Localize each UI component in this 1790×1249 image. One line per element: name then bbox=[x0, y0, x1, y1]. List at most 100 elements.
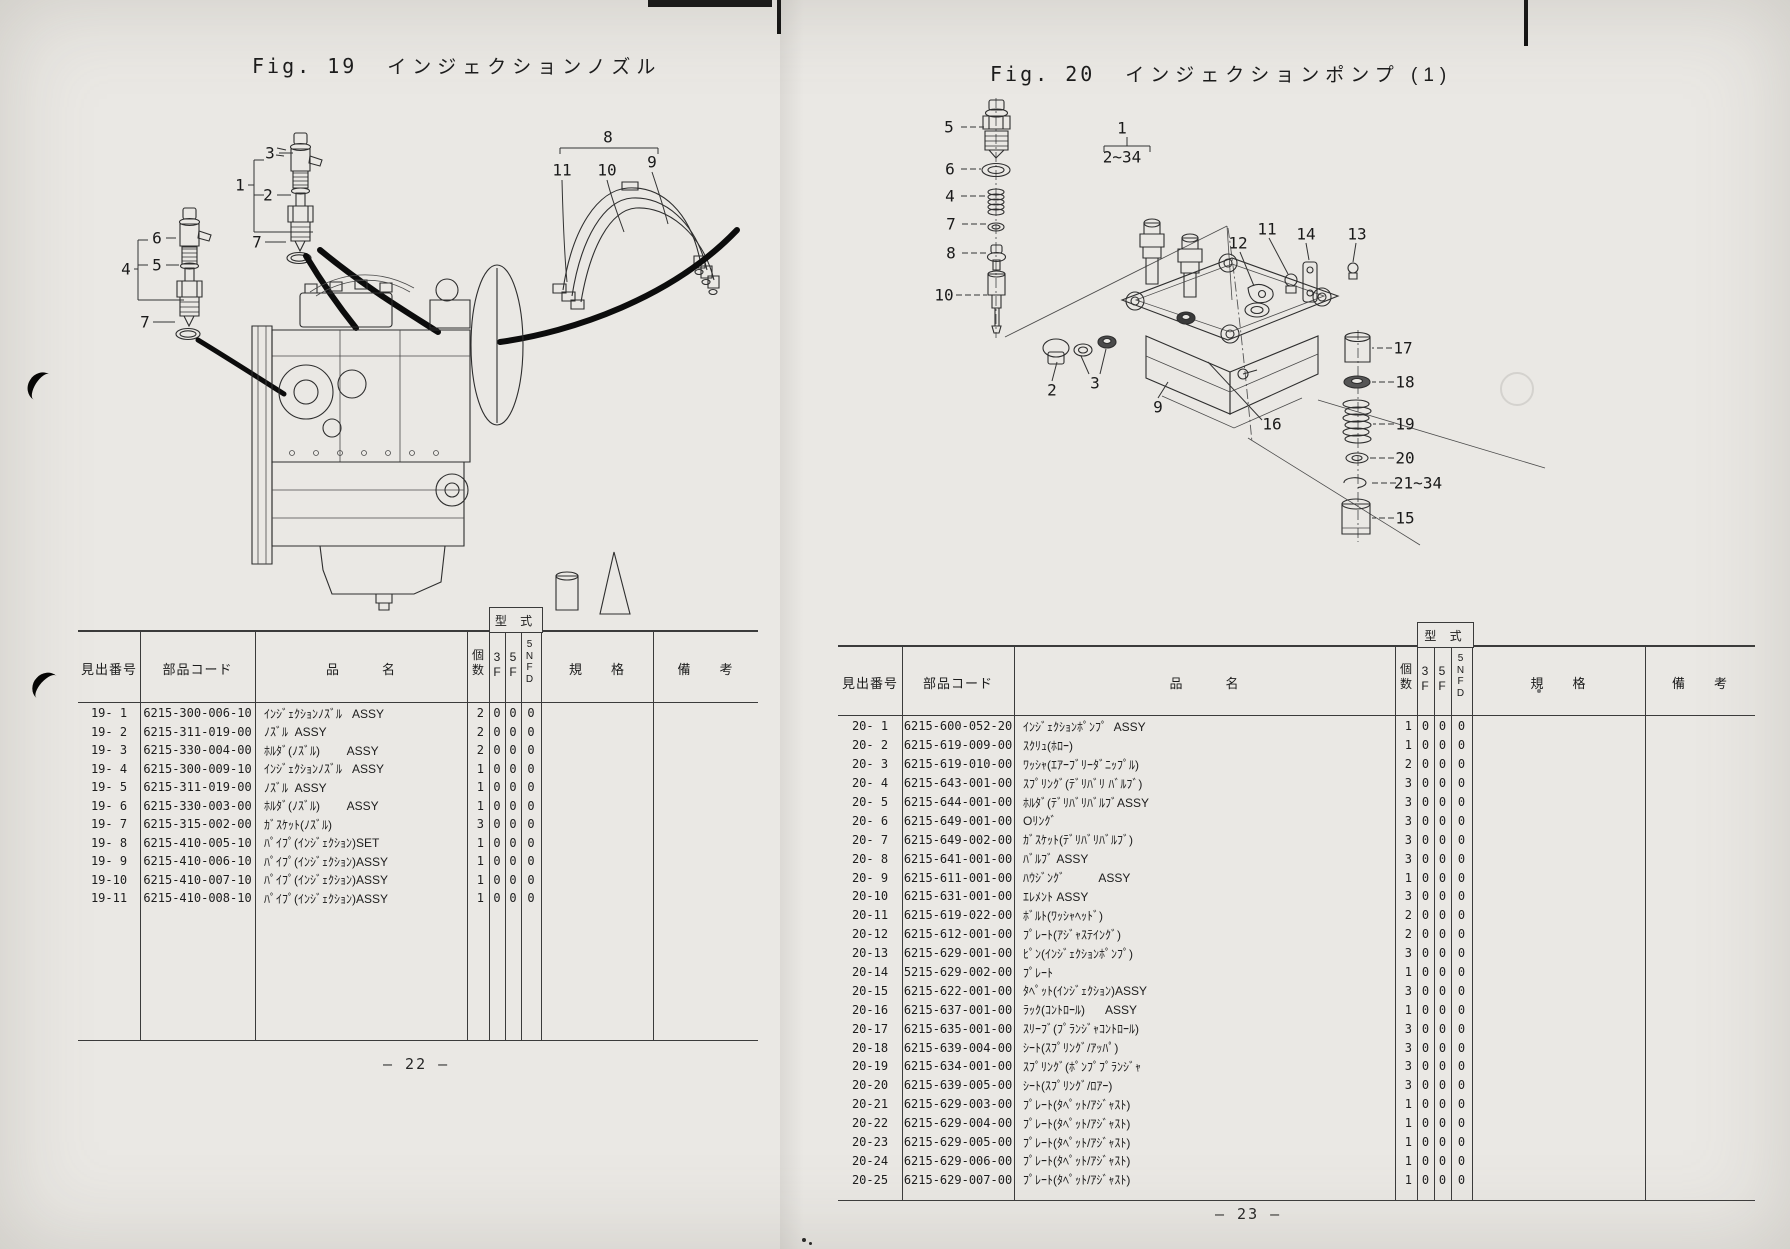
cell-code: 6215-629-005-00 bbox=[903, 1135, 1013, 1150]
cell-flag-3f: 0 bbox=[1421, 1059, 1430, 1074]
cell-name: ｽﾌﾟﾘﾝｸﾞ(ﾎﾟﾝﾌﾟﾌﾟﾗﾝｼﾞｬ bbox=[1023, 1059, 1141, 1074]
cell-flag-3f: 0 bbox=[1421, 889, 1430, 904]
cell-flag-3f: 0 bbox=[1421, 813, 1430, 828]
cell-flag-3f: 0 bbox=[1421, 719, 1430, 734]
cell-index: 20- 4 bbox=[851, 776, 889, 791]
cell-flag-5f: 0 bbox=[1438, 1097, 1447, 1112]
column-divider bbox=[140, 632, 141, 1040]
cell-qty: 1 bbox=[476, 761, 484, 776]
cell-flag-5nfd: 0 bbox=[1457, 795, 1466, 809]
cell-flag-5nfd: 0 bbox=[527, 798, 535, 813]
table-row: 19- 3 6215-330-004-00 ﾎﾙﾀﾞ(ﾉｽﾞﾙ) ASSY 2 … bbox=[78, 741, 758, 760]
cell-qty: 1 bbox=[1404, 1097, 1412, 1112]
cell-index: 20-22 bbox=[851, 1116, 889, 1131]
cell-index: 19- 3 bbox=[90, 743, 128, 758]
cell-code: 6215-330-004-00 bbox=[143, 743, 252, 758]
cell-flag-5nfd: 0 bbox=[527, 891, 535, 906]
cell-flag-3f: 0 bbox=[493, 835, 501, 850]
cell-code: 6215-629-007-00 bbox=[903, 1172, 1013, 1187]
column-divider bbox=[521, 632, 522, 1040]
cell-flag-5f: 0 bbox=[509, 724, 517, 739]
cell-code: 6215-619-009-00 bbox=[903, 738, 1013, 753]
cell-flag-5nfd: 0 bbox=[1457, 1097, 1466, 1112]
header-qty: 個数 bbox=[1399, 662, 1412, 691]
cell-flag-5f: 0 bbox=[1438, 1040, 1447, 1055]
header-spec: 規 格 bbox=[568, 662, 625, 677]
cell-flag-5nfd: 0 bbox=[1457, 965, 1466, 980]
header-model-5f: 5F bbox=[509, 650, 517, 679]
header-divider bbox=[78, 702, 758, 703]
cell-index: 19- 7 bbox=[90, 817, 128, 832]
cell-code: 6215-629-001-00 bbox=[903, 946, 1013, 961]
cell-flag-5nfd: 0 bbox=[1457, 908, 1466, 923]
table-row: 20-20 6215-639-005-00 ｼｰﾄ(ｽﾌﾟﾘﾝｸﾞ/ﾛｱｰ) 3… bbox=[838, 1076, 1755, 1095]
cell-flag-5f: 0 bbox=[509, 761, 517, 776]
table-row: 20-14 5215-629-002-00 ﾌﾟﾚｰﾄ 1 0 0 0 bbox=[838, 963, 1755, 982]
header-name: 品 名 bbox=[325, 662, 396, 677]
cell-index: 20- 9 bbox=[851, 870, 889, 885]
cell-index: 20- 1 bbox=[851, 719, 889, 734]
header-spec: 規 格 bbox=[1530, 676, 1587, 691]
figure-label: Fig. 20 bbox=[990, 62, 1096, 86]
cell-qty: 1 bbox=[476, 872, 484, 887]
cell-qty: 1 bbox=[1404, 719, 1412, 734]
table-row: 19- 5 6215-311-019-00 ﾉｽﾞﾙ ASSY 1 0 0 0 bbox=[78, 778, 758, 797]
table-row: 20-22 6215-629-004-00 ﾌﾟﾚｰﾄ(ﾀﾍﾟｯﾄ/ｱｼﾞｬｽﾄ… bbox=[838, 1114, 1755, 1133]
callout-label: 5 bbox=[152, 255, 162, 275]
cell-qty: 1 bbox=[476, 835, 484, 850]
cell-code: 6215-649-001-00 bbox=[903, 813, 1013, 828]
cell-index: 20- 6 bbox=[851, 813, 889, 828]
scan-artifact-gutter-line bbox=[777, 0, 781, 34]
table-row: 20-24 6215-629-006-00 ﾌﾟﾚｰﾄ(ﾀﾍﾟｯﾄ/ｱｼﾞｬｽﾄ… bbox=[838, 1151, 1755, 1170]
cell-flag-3f: 0 bbox=[1421, 851, 1430, 866]
cell-flag-3f: 0 bbox=[493, 817, 501, 832]
cell-flag-3f: 0 bbox=[1421, 1040, 1430, 1055]
cell-flag-5nfd: 0 bbox=[1457, 927, 1466, 942]
cell-name: ﾊｳｼﾞﾝｸﾞ ASSY bbox=[1023, 871, 1131, 886]
column-divider bbox=[1434, 647, 1435, 1200]
delivery-valve-parts-column bbox=[982, 100, 1010, 333]
callout-label: 6 bbox=[152, 228, 162, 248]
cell-flag-3f: 0 bbox=[493, 743, 501, 758]
callout-label: 8 bbox=[603, 127, 613, 147]
callout-label: 4 bbox=[121, 259, 131, 279]
callout-label: 4 bbox=[945, 186, 955, 206]
cell-code: 6215-619-022-00 bbox=[903, 908, 1013, 923]
injection-pump-body-drawing bbox=[1122, 219, 1338, 428]
parts-table-fig19: 型 式 見出番号 部品コード 品 名 個数 3F 5F 5NFD 規 格 備 考 bbox=[78, 607, 758, 1041]
cell-flag-3f: 0 bbox=[1421, 1135, 1430, 1150]
callout-label: 2~34 bbox=[1102, 147, 1142, 167]
callout-label: 10 bbox=[597, 160, 617, 180]
cell-qty: 3 bbox=[1404, 946, 1412, 961]
table-row: 19- 8 6215-410-005-10 ﾊﾟｲﾌﾟ(ｲﾝｼﾞｪｸｼｮﾝ)SE… bbox=[78, 834, 758, 853]
cell-flag-5nfd: 0 bbox=[527, 780, 535, 795]
scan-artifact-crescent bbox=[26, 666, 67, 708]
cell-qty: 3 bbox=[1404, 889, 1412, 904]
table-row: 20-25 6215-629-007-00 ﾌﾟﾚｰﾄ(ﾀﾍﾟｯﾄ/ｱｼﾞｬｽﾄ… bbox=[838, 1170, 1755, 1189]
cell-flag-5f: 0 bbox=[1438, 738, 1447, 753]
header-model-5nfd: 5NFD bbox=[525, 639, 534, 685]
figure-20-title: Fig. 20 インジェクションポンプ (1) bbox=[990, 60, 1452, 87]
cell-name: ｽﾘｰﾌﾞ(ﾌﾟﾗﾝｼﾞｬｺﾝﾄﾛｰﾙ) bbox=[1023, 1022, 1139, 1037]
callout-label: 11 bbox=[552, 160, 572, 180]
cell-flag-3f: 0 bbox=[493, 854, 501, 869]
cell-flag-5f: 0 bbox=[509, 817, 517, 832]
cell-index: 20-12 bbox=[851, 927, 889, 942]
cell-flag-5f: 0 bbox=[1438, 965, 1447, 980]
cell-flag-5f: 0 bbox=[1438, 1002, 1447, 1017]
column-divider bbox=[1451, 647, 1452, 1200]
callout-label: 15 bbox=[1395, 508, 1415, 528]
bracket-and-bolt-parts bbox=[1248, 262, 1358, 303]
column-divider bbox=[1472, 647, 1473, 1200]
page-number-right: — 23 — bbox=[1215, 1205, 1282, 1223]
cell-index: 19- 2 bbox=[90, 724, 128, 739]
cell-name: ﾊﾞﾙﾌﾞ ASSY bbox=[1023, 852, 1089, 867]
cell-flag-3f: 0 bbox=[493, 724, 501, 739]
cell-flag-5nfd: 0 bbox=[1457, 851, 1466, 866]
cell-qty: 2 bbox=[476, 724, 484, 739]
cell-name: ﾜｯｼｬ(ｴｱｰﾌﾞﾘｰﾀﾞﾆｯﾌﾟﾙ) bbox=[1023, 757, 1139, 772]
table-row: 20- 2 6215-619-009-00 ｽｸﾘｭ(ﾎﾛｰ) 1 0 0 0 bbox=[838, 736, 1755, 755]
cell-code: 6215-649-002-00 bbox=[903, 832, 1013, 847]
cell-flag-5f: 0 bbox=[1438, 1172, 1447, 1187]
